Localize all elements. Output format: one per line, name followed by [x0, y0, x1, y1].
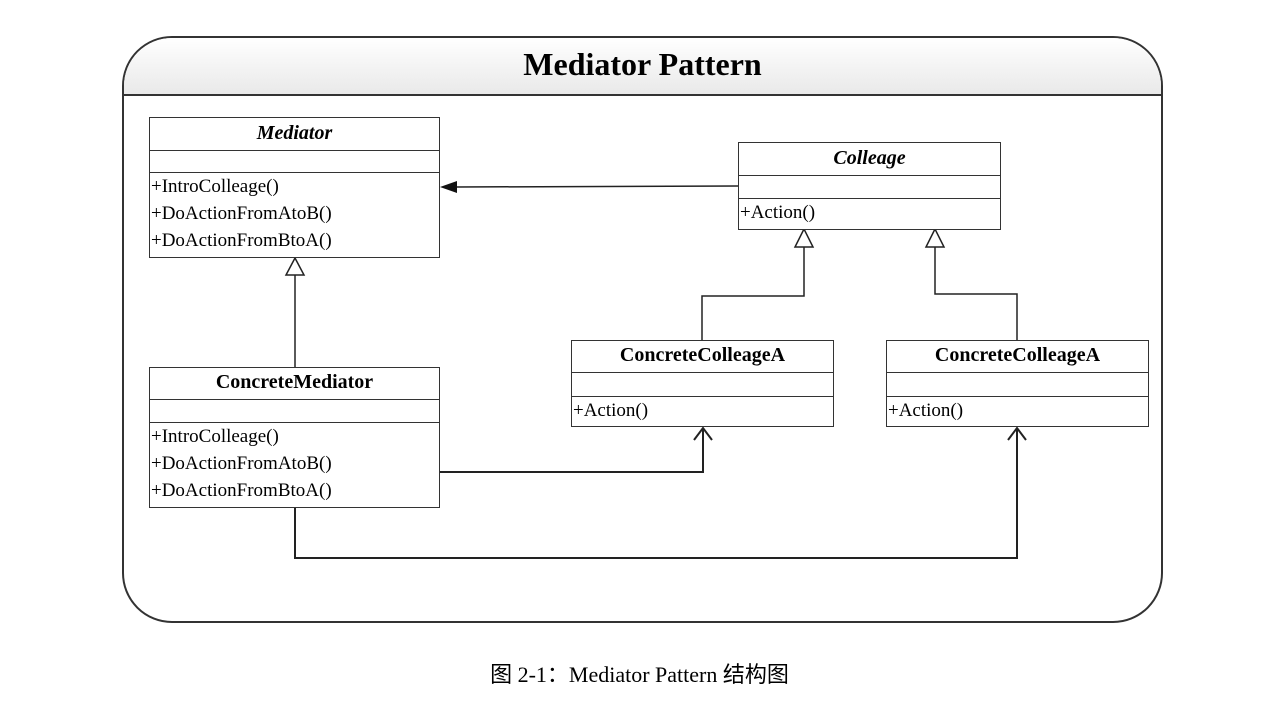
operation: +DoActionFromAtoB()	[151, 453, 332, 474]
association-line-colleague-mediator	[455, 185, 739, 188]
operations-compartment: +Action()	[572, 397, 833, 424]
class-mediator: Mediator +IntroColleage() +DoActionFromA…	[149, 117, 440, 258]
class-concrete-mediator: ConcreteMediator +IntroColleage() +DoAct…	[149, 367, 440, 508]
operation: +IntroColleage()	[151, 176, 279, 197]
figure-caption: 图 2-1：Mediator Pattern 结构图	[490, 662, 789, 687]
class-name: ConcreteColleageA	[572, 341, 833, 373]
hollow-triangle-icon	[793, 227, 815, 248]
class-concrete-colleague-a: ConcreteColleageA +Action()	[571, 340, 834, 427]
operation: +Action()	[573, 400, 649, 421]
diagram-title: Mediator Pattern	[523, 46, 762, 82]
operation: +DoActionFromBtoA()	[151, 480, 332, 501]
association-line-mediator-colleague-b	[294, 428, 1018, 559]
operations-compartment: +Action()	[887, 397, 1148, 424]
operation: +DoActionFromBtoA()	[151, 230, 332, 251]
attributes-compartment	[572, 373, 833, 397]
operations-compartment: +IntroColleage() +DoActionFromAtoB() +Do…	[150, 173, 439, 254]
generalization-line-concrete-colleague-a	[701, 247, 805, 340]
hollow-triangle-icon	[284, 256, 306, 276]
attributes-compartment	[150, 151, 439, 173]
class-name: ConcreteColleageA	[887, 341, 1148, 373]
operations-compartment: +Action()	[739, 199, 1000, 226]
frame-header: Mediator Pattern	[124, 38, 1161, 96]
operation: +Action()	[888, 400, 964, 421]
open-arrowhead-icon	[1007, 426, 1027, 441]
class-name: Colleage	[739, 143, 1000, 176]
attributes-compartment	[887, 373, 1148, 397]
operation: +DoActionFromAtoB()	[151, 203, 332, 224]
operations-compartment: +IntroColleage() +DoActionFromAtoB() +Do…	[150, 423, 439, 504]
class-concrete-colleague-b: ConcreteColleageA +Action()	[886, 340, 1149, 427]
attributes-compartment	[739, 176, 1000, 199]
operation: +Action()	[740, 202, 816, 223]
association-line-mediator-colleague-a	[440, 428, 704, 473]
filled-arrowhead-icon	[440, 181, 457, 193]
class-colleague: Colleage +Action()	[738, 142, 1001, 230]
open-arrowhead-icon	[693, 426, 713, 441]
generalization-line-concrete-colleague-b	[934, 247, 1018, 340]
hollow-triangle-icon	[924, 227, 946, 248]
attributes-compartment	[150, 400, 439, 423]
class-name: ConcreteMediator	[150, 368, 439, 400]
operation: +IntroColleage()	[151, 426, 279, 447]
class-name: Mediator	[150, 118, 439, 151]
